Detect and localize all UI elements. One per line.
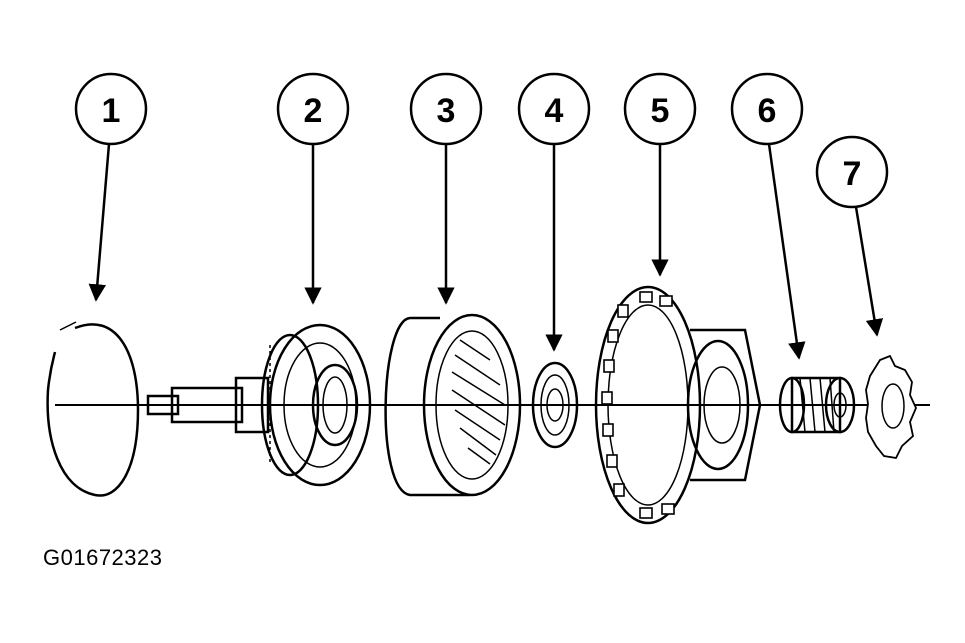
callout-number-4: 4	[545, 92, 564, 130]
thrust-washer-part	[531, 361, 579, 449]
callout-3: 3	[409, 72, 483, 305]
snap-ring-part	[46, 321, 140, 497]
callout-number-1: 1	[102, 92, 121, 130]
callout-6: 6	[730, 72, 806, 360]
callout-number-2: 2	[304, 92, 323, 130]
callout-number-7: 7	[843, 155, 862, 193]
callout-1: 1	[74, 72, 148, 302]
planetary-carrier-part	[594, 285, 762, 525]
sun-gear-part	[778, 376, 856, 434]
callout-5: 5	[623, 72, 697, 277]
callout-number-3: 3	[437, 92, 456, 130]
callout-4: 4	[517, 72, 591, 352]
figure-id-label: G01672323	[43, 545, 163, 570]
shaft-bearing-part	[146, 323, 372, 487]
callout-number-6: 6	[758, 92, 777, 130]
callout-7: 7	[815, 135, 889, 337]
callout-2: 2	[276, 72, 350, 305]
callout-number-5: 5	[651, 92, 670, 130]
ring-gear-part	[384, 313, 522, 497]
splined-washer-part	[865, 354, 917, 459]
